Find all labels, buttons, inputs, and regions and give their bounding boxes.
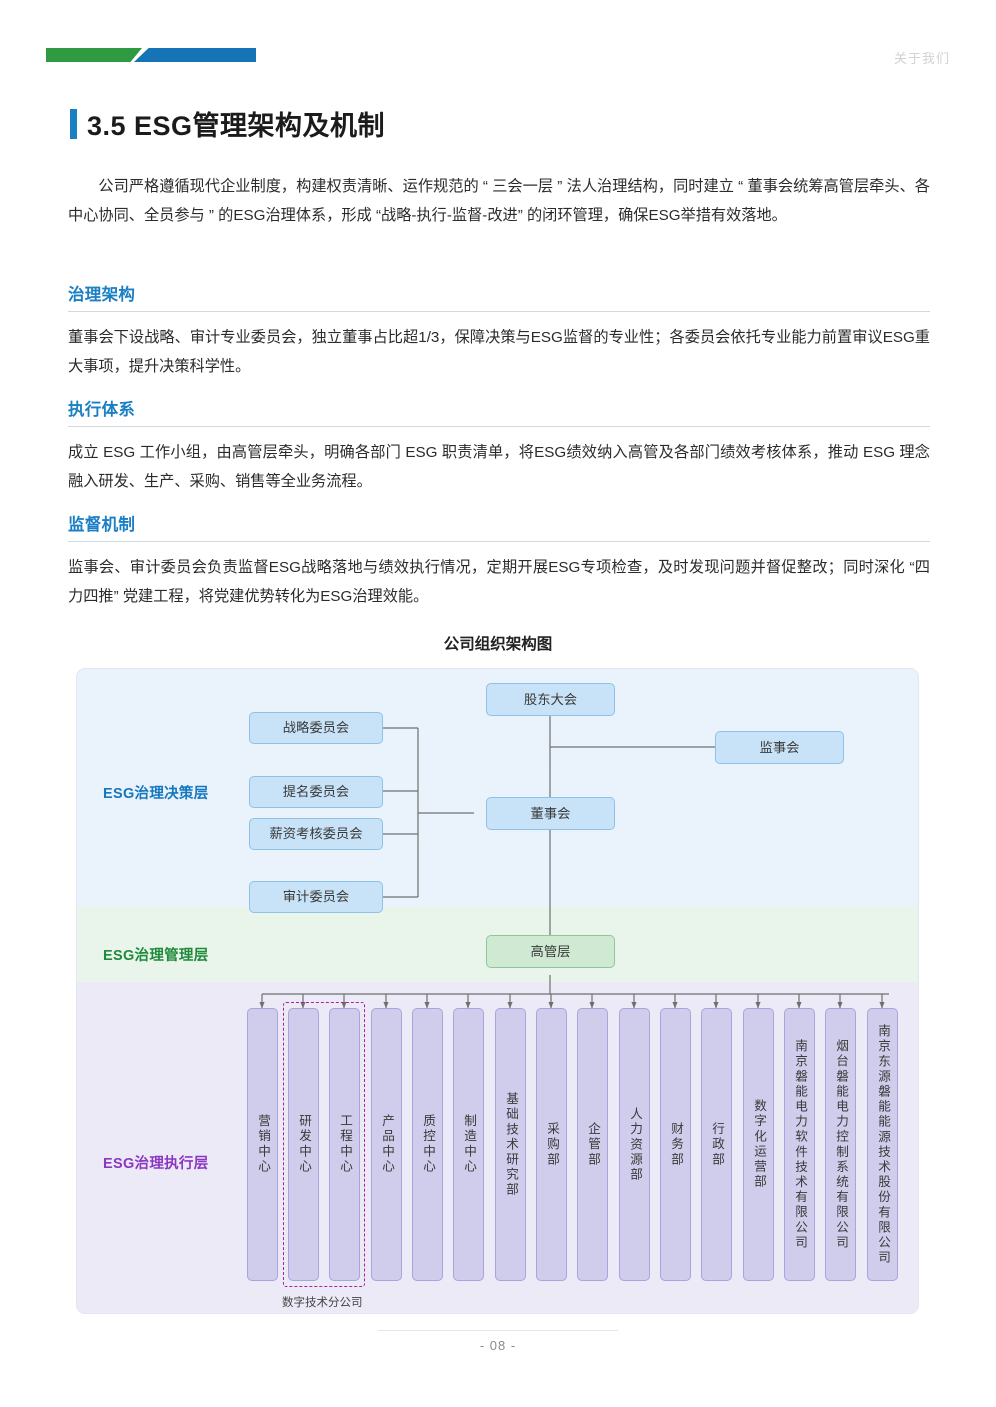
subsection-governance-structure: 治理架构 董事会下设战略、审计专业委员会，独立董事占比超1/3，保障决策与ESG… (68, 281, 930, 381)
node-label: 工程中心 (338, 1114, 353, 1175)
node-board-of-supervisors[interactable]: 监事会 (715, 731, 844, 764)
title-text: 3.5 ESG管理架构及机制 (87, 111, 386, 141)
node-dept-engineering[interactable]: 工程中心 (329, 1008, 360, 1281)
org-chart-title: 公司组织架构图 (443, 636, 553, 653)
title-accent-bar (70, 108, 77, 139)
subsection-divider (68, 426, 930, 427)
node-label: 采购部 (545, 1121, 560, 1168)
page-header: 关于我们 (0, 0, 996, 80)
subsection-heading: 执行体系 (68, 401, 136, 419)
node-dept-basic-tech-research[interactable]: 基础技术研究部 (495, 1008, 526, 1281)
node-label: 营销中心 (256, 1114, 271, 1175)
page-number: - 08 - (479, 1338, 517, 1353)
subsection-divider (68, 311, 930, 312)
subsection-heading: 监督机制 (68, 516, 136, 534)
node-label: 南京东源磐能能源技术股份有限公司 (876, 1023, 891, 1266)
node-label: 南京磐能电力软件技术有限公司 (793, 1038, 808, 1251)
subsection-body: 成立 ESG 工作小组，由高管层牵头，明确各部门 ESG 职责清单，将ESG绩效… (68, 444, 930, 490)
node-strategy-committee[interactable]: 战略委员会 (249, 712, 383, 744)
node-board-of-directors[interactable]: 董事会 (486, 797, 615, 830)
node-dept-quality-control[interactable]: 质控中心 (412, 1008, 443, 1281)
node-label: 人力资源部 (628, 1106, 643, 1183)
node-label: 行政部 (710, 1121, 725, 1168)
page-title: 3.5 ESG管理架构及机制 (70, 104, 385, 143)
node-label: 基础技术研究部 (504, 1091, 519, 1198)
node-label: 烟台磐能电力控制系统有限公司 (834, 1038, 849, 1251)
node-dept-finance[interactable]: 财务部 (660, 1008, 691, 1281)
node-shareholders-meeting[interactable]: 股东大会 (486, 683, 615, 716)
footer-divider (378, 1330, 618, 1331)
subsection-body: 董事会下设战略、审计专业委员会，独立董事占比超1/3，保障决策与ESG监督的专业… (68, 329, 930, 375)
group-label-digital-tech-branch: 数字技术分公司 (282, 1297, 363, 1309)
node-dept-enterprise-management[interactable]: 企管部 (577, 1008, 608, 1281)
subsection-body: 监事会、审计委员会负责监督ESG战略落地与绩效执行情况，定期开展ESG专项检查，… (68, 559, 930, 605)
node-dept-digital-operations[interactable]: 数字化运营部 (743, 1008, 774, 1281)
node-senior-management[interactable]: 高管层 (486, 935, 615, 968)
intro-paragraph: 公司严格遵循现代企业制度，构建权责清晰、运作规范的 “ 三会一层 ” 法人治理结… (68, 178, 930, 224)
node-label: 数字化运营部 (752, 1099, 767, 1190)
subsection-heading: 治理架构 (68, 286, 136, 304)
node-label: 研发中心 (297, 1114, 312, 1175)
node-compensation-committee[interactable]: 薪资考核委员会 (249, 818, 383, 850)
subsection-execution-system: 执行体系 成立 ESG 工作小组，由高管层牵头，明确各部门 ESG 职责清单，将… (68, 396, 930, 496)
layer-label-decision: ESG治理决策层 (103, 786, 209, 802)
node-nomination-committee[interactable]: 提名委员会 (249, 776, 383, 808)
node-sub-yantai-pannneng-control[interactable]: 烟台磐能电力控制系统有限公司 (825, 1008, 856, 1281)
node-dept-rd[interactable]: 研发中心 (288, 1008, 319, 1281)
node-label: 企管部 (586, 1121, 601, 1168)
logo-green-shape (46, 48, 142, 62)
node-dept-human-resources[interactable]: 人力资源部 (619, 1008, 650, 1281)
node-dept-marketing[interactable]: 营销中心 (247, 1008, 278, 1281)
node-dept-administration[interactable]: 行政部 (701, 1008, 732, 1281)
node-dept-procurement[interactable]: 采购部 (536, 1008, 567, 1281)
header-section-label: 关于我们 (893, 51, 950, 66)
layer-label-exec: ESG治理执行层 (103, 1156, 209, 1172)
node-dept-product[interactable]: 产品中心 (371, 1008, 402, 1281)
node-label: 产品中心 (380, 1114, 395, 1175)
node-label: 财务部 (669, 1121, 684, 1168)
node-sub-nanjing-pannneng-software[interactable]: 南京磐能电力软件技术有限公司 (784, 1008, 815, 1281)
org-chart: ESG治理决策层 ESG治理管理层 ESG治理执行层 股东大会 监事会 董事会 … (76, 668, 919, 1314)
layer-label-manage: ESG治理管理层 (103, 948, 209, 964)
node-label: 制造中心 (462, 1114, 477, 1175)
node-label: 质控中心 (421, 1114, 436, 1175)
logo-blue-shape (134, 48, 256, 62)
connector-lines (259, 715, 889, 1009)
subsection-supervision-mechanism: 监督机制 监事会、审计委员会负责监督ESG战略落地与绩效执行情况，定期开展ESG… (68, 511, 930, 611)
node-sub-nanjing-dongyuan-pannneng[interactable]: 南京东源磐能能源技术股份有限公司 (867, 1008, 898, 1281)
subsection-divider (68, 541, 930, 542)
node-dept-manufacturing[interactable]: 制造中心 (453, 1008, 484, 1281)
node-audit-committee[interactable]: 审计委员会 (249, 881, 383, 913)
